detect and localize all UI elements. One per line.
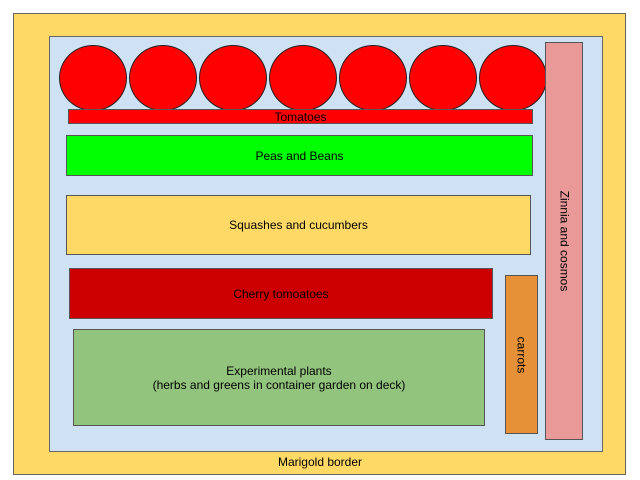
tomato-plant (59, 45, 127, 111)
marigold-border-label: Marigold border (277, 455, 363, 469)
tomatoes-label: Tomatoes (274, 109, 327, 124)
experimental-bed: Experimental plants (herbs and greens in… (73, 329, 485, 426)
experimental-label-line2: (herbs and greens in container garden on… (152, 377, 406, 392)
experimental-label-line1: Experimental plants (226, 363, 332, 378)
tomato-plant (199, 45, 267, 111)
zinnia-cosmos-label: Zinnia and cosmos (557, 190, 571, 292)
tomatoes-bed: Tomatoes (68, 109, 533, 124)
peas-beans-label: Peas and Beans (255, 148, 344, 163)
tomato-plant (409, 45, 477, 111)
squashes-label: Squashes and cucumbers (229, 218, 368, 232)
carrots-bed: carrots (505, 275, 538, 434)
zinnia-cosmos-bed: Zinnia and cosmos (545, 42, 583, 440)
tomato-plant (269, 45, 337, 111)
squashes-bed: Squashes and cucumbers (66, 195, 531, 255)
cherry-tomatoes-bed: Cherry tomoatoes (69, 268, 493, 319)
tomato-plant (129, 45, 197, 111)
carrots-label: carrots (514, 336, 529, 373)
peas-beans-bed: Peas and Beans (66, 135, 533, 176)
tomato-plant (479, 45, 547, 111)
cherry-tomatoes-label: Cherry tomoatoes (233, 286, 329, 301)
tomato-plant (339, 45, 407, 111)
